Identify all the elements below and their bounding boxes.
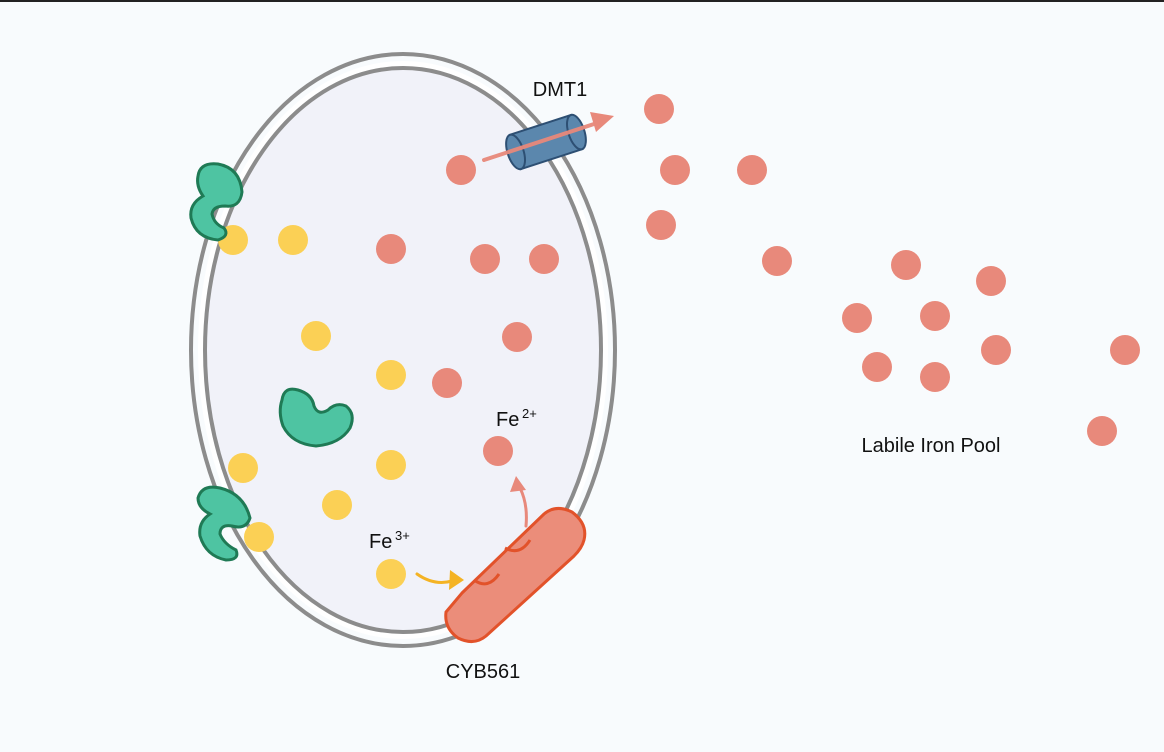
fe3-label: Fe 3+ xyxy=(369,528,410,553)
cyb561-label: CYB561 xyxy=(446,661,521,683)
fe2-label: Fe 2+ xyxy=(496,406,537,431)
fe3-label-charge: 3+ xyxy=(395,528,410,543)
transferrin-receptor-icon xyxy=(278,387,354,448)
dmt1-channel-icon xyxy=(505,113,587,171)
reduction-arrow xyxy=(510,476,528,528)
ferrous-iron-dot xyxy=(920,362,950,392)
labile-iron-pool-label: Labile Iron Pool xyxy=(862,435,1001,457)
ferrous-iron-dot xyxy=(660,155,690,185)
ferrous-iron-dot xyxy=(644,94,674,124)
ferrous-iron-dot xyxy=(891,250,921,280)
ferrous-iron-dot xyxy=(981,335,1011,365)
inner-membrane xyxy=(203,66,603,634)
outer-membrane xyxy=(189,52,617,648)
ferrous-iron-dot xyxy=(976,266,1006,296)
ferrous-iron-dot xyxy=(862,352,892,382)
ferric-iron-dot xyxy=(376,559,406,589)
cyb561-enzyme-icon xyxy=(444,507,587,643)
labile-iron-pool-dots xyxy=(644,94,1140,446)
ferric-iron-dot xyxy=(301,321,331,351)
ferrous-iron-dot xyxy=(1087,416,1117,446)
ferric-iron-dot xyxy=(322,490,352,520)
ferrous-iron-dot xyxy=(376,234,406,264)
ferrous-iron-dot xyxy=(470,244,500,274)
ferrous-iron-dot xyxy=(1110,335,1140,365)
ferric-iron-dot xyxy=(228,453,258,483)
ferrous-iron-dot xyxy=(502,322,532,352)
ferric-iron-group xyxy=(218,225,406,589)
transferrin-receptor-icon xyxy=(189,162,244,242)
fe2-label-charge: 2+ xyxy=(522,406,537,421)
endosome-vesicle xyxy=(189,52,617,648)
ferrous-iron-dot xyxy=(737,155,767,185)
ferrous-iron-group-inside xyxy=(376,155,559,466)
ferrous-iron-dot xyxy=(432,368,462,398)
fe2-label-base: Fe xyxy=(496,409,519,431)
ferric-iron-dot xyxy=(376,360,406,390)
transferrin-receptor-icon xyxy=(196,485,252,562)
dmt1-export-arrow xyxy=(482,112,614,162)
ferric-iron-dot xyxy=(376,450,406,480)
ferrous-iron-dot xyxy=(920,301,950,331)
ferrous-iron-dot xyxy=(762,246,792,276)
ferric-iron-dot xyxy=(244,522,274,552)
ferrous-iron-dot xyxy=(646,210,676,240)
fe3-to-cyb561-arrow xyxy=(415,570,464,590)
ferrous-iron-dot xyxy=(446,155,476,185)
fe3-label-base: Fe xyxy=(369,531,392,553)
ferric-iron-dot xyxy=(278,225,308,255)
ferrous-iron-dot xyxy=(842,303,872,333)
ferrous-iron-dot xyxy=(529,244,559,274)
dmt1-label: DMT1 xyxy=(533,79,587,101)
ferrous-iron-dot xyxy=(483,436,513,466)
